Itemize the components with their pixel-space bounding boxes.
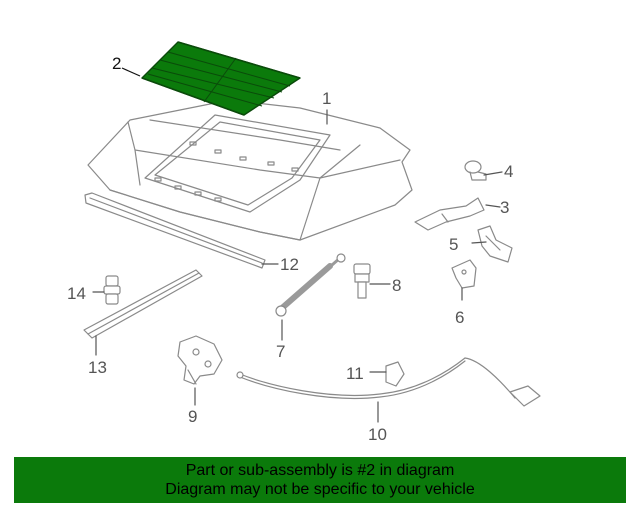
callout-1: 1 (322, 89, 332, 108)
callout-6: 6 (455, 308, 465, 327)
leader-line-2 (121, 67, 141, 77)
lift-support (275, 253, 346, 317)
clip (464, 160, 487, 181)
release-cable (236, 357, 541, 407)
callout-14: 14 (67, 284, 86, 303)
banner-line-disclaimer: Diagram may not be specific to your vehi… (165, 481, 475, 498)
callout-8: 8 (392, 276, 402, 295)
callout-12: 12 (280, 255, 299, 274)
parts-diagram (83, 41, 541, 423)
hinge (451, 259, 477, 289)
hood-panel (87, 99, 413, 241)
hood-insulator-highlight (141, 41, 301, 116)
callout-9: 9 (188, 407, 198, 426)
bracket (414, 197, 485, 231)
info-banner: Part or sub-assembly is #2 in diagram Di… (14, 457, 626, 503)
banner-line-part: Part or sub-assembly is #2 in diagram (185, 462, 455, 479)
callout-5: 5 (449, 235, 459, 254)
callout-13: 13 (88, 358, 107, 377)
callout-11: 11 (346, 364, 364, 383)
callout-7: 7 (276, 342, 286, 361)
bumper-stop (103, 275, 121, 305)
callout-2: 2 (112, 54, 122, 73)
callout-4: 4 (504, 162, 514, 181)
cable-clip (385, 361, 405, 387)
callout-3: 3 (500, 198, 510, 217)
bolt (353, 263, 371, 299)
hood-latch (177, 335, 223, 385)
hinge-bracket (477, 225, 513, 263)
hood-seal-side (83, 269, 203, 339)
leader-lines (92, 109, 503, 423)
callout-10: 10 (368, 425, 387, 444)
